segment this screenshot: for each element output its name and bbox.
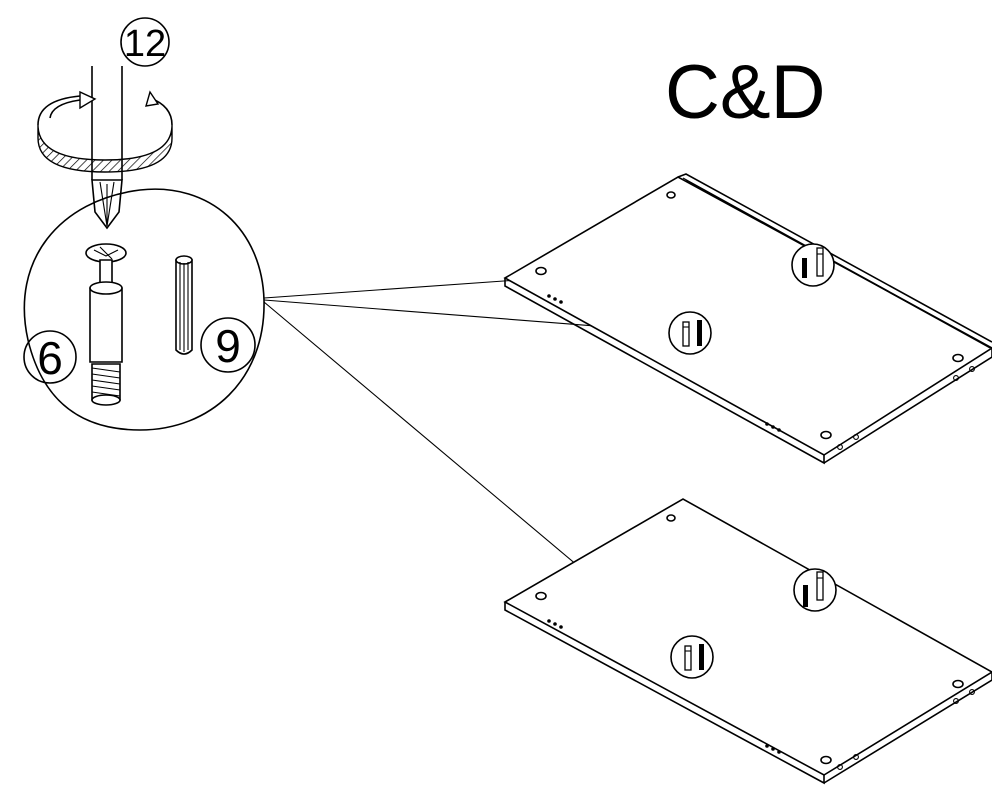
dowel-icon <box>175 255 193 355</box>
screwdriver-icon <box>37 66 173 230</box>
part-label-screwdriver: 12 <box>120 17 170 67</box>
lower-panel <box>503 498 992 785</box>
step-title: C&D <box>665 50 825 135</box>
upper-panel <box>503 173 992 465</box>
lower-callout-edge <box>793 568 837 612</box>
upper-callout-center <box>668 311 712 355</box>
dowel-number: 9 <box>215 320 241 372</box>
cam-bolt-icon <box>85 243 127 406</box>
detail-magnifier <box>23 188 265 431</box>
lower-callout-center <box>670 635 714 679</box>
screwdriver-number: 12 <box>124 23 166 65</box>
part-label-cam-bolt: 6 <box>23 330 77 384</box>
part-label-dowel: 9 <box>200 317 256 373</box>
upper-callout-edge <box>791 243 835 287</box>
cam-bolt-number: 6 <box>37 332 63 384</box>
